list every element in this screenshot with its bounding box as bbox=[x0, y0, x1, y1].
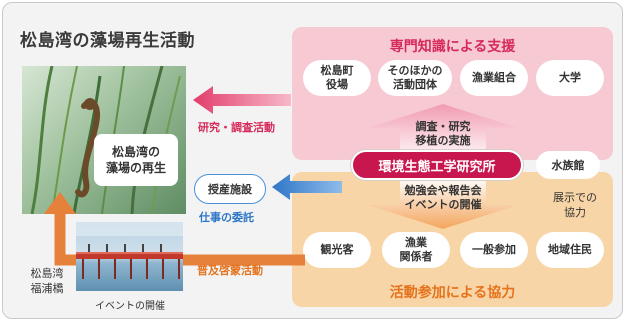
bridge-caption: イベントの開催 bbox=[95, 301, 165, 312]
seaweed-restoration-label: 松島湾の 藻場の再生 bbox=[94, 134, 178, 186]
aquarium-pill: 水族館 bbox=[536, 151, 600, 179]
bridge-photo bbox=[76, 222, 183, 291]
commission-arrow bbox=[272, 174, 342, 200]
aquarium-note: 展示での 協力 bbox=[553, 191, 597, 220]
participant-general-public: 一般参加 bbox=[460, 232, 528, 268]
participation-panel-title: 活動参加による協力 bbox=[389, 285, 516, 301]
research-flow-arrow bbox=[193, 86, 291, 114]
commission-label: 仕事の委託 bbox=[199, 211, 254, 224]
outreach-label: 普及啓蒙活動 bbox=[197, 264, 263, 277]
research-arrow-label: 調査・研究 移植の実施 bbox=[415, 120, 471, 148]
support-member-other-groups: そのほかの 活動団体 bbox=[378, 60, 452, 96]
outreach-path-arrow bbox=[44, 192, 305, 266]
sheltered-workshop-pill: 授産施設 bbox=[194, 174, 266, 204]
institute-badge: 環境生態工学研究所 bbox=[351, 150, 523, 180]
support-panel-title: 専門知識による支援 bbox=[389, 39, 516, 55]
participant-fishery-workers: 漁業 関係者 bbox=[382, 232, 450, 268]
support-member-town-office: 松島町 役場 bbox=[303, 60, 371, 96]
support-member-university: 大学 bbox=[536, 60, 604, 96]
event-arrow-label: 勉強会や報告会 イベントの開催 bbox=[404, 184, 482, 212]
participant-tourists: 観光客 bbox=[303, 232, 371, 268]
bridge-name: 松島湾 福浦橋 bbox=[30, 267, 64, 296]
research-flow-label: 研究・調査活動 bbox=[198, 121, 275, 134]
support-member-fishery-union: 漁業組合 bbox=[460, 60, 528, 96]
participant-local-residents: 地域住民 bbox=[536, 232, 604, 268]
event-down-arrow bbox=[368, 177, 518, 229]
research-up-arrow bbox=[368, 104, 518, 162]
diagram-title: 松島湾の藻場再生活動 bbox=[20, 31, 195, 51]
